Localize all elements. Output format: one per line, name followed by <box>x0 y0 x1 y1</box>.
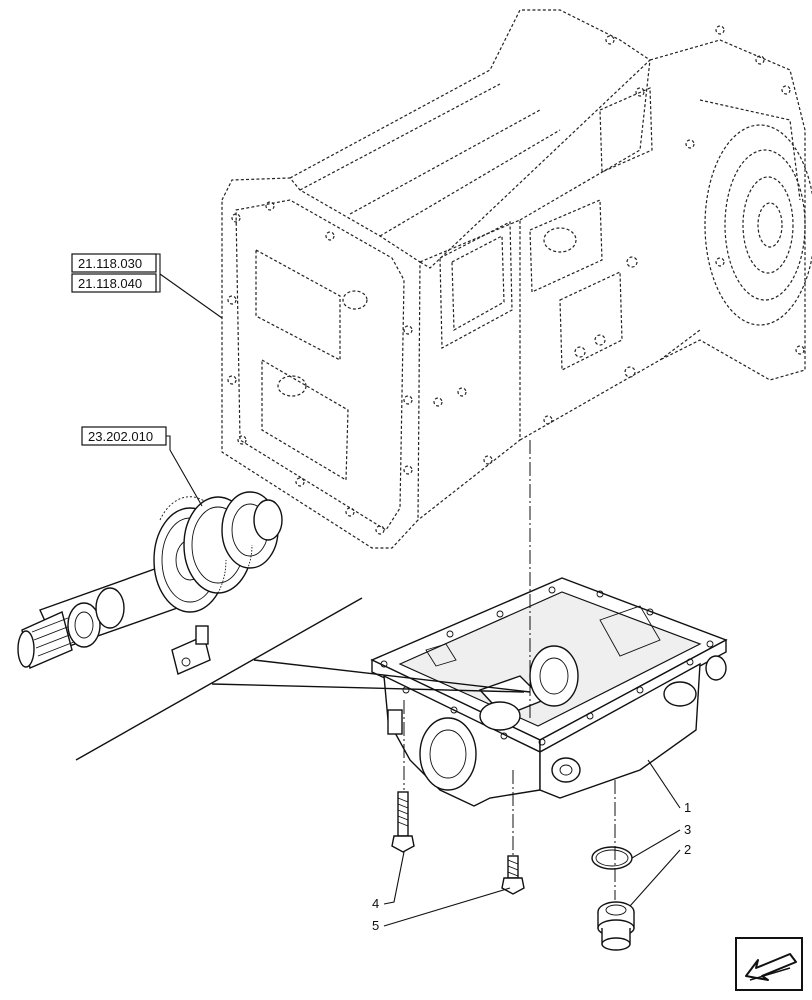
transmission-housing <box>221 9 812 549</box>
reference-label: 21.118.040 <box>78 276 142 291</box>
reference-label: 21.118.030 <box>78 256 142 271</box>
reference-21-118-030[interactable]: 21.118.030 <box>71 253 157 273</box>
callout-4: 4 <box>372 851 405 911</box>
short-bolt <box>501 855 525 895</box>
long-bolt <box>391 791 415 853</box>
reference-21-118-040[interactable]: 21.118.040 <box>71 273 157 293</box>
callout-number: 3 <box>684 822 691 837</box>
callout-3: 3 <box>631 822 691 859</box>
callout-number: 1 <box>684 800 691 815</box>
callout-number: 4 <box>372 896 379 911</box>
callout-number: 2 <box>684 842 691 857</box>
reference-23-202-010[interactable]: 23.202.010 <box>81 426 167 446</box>
reference-label: 23.202.010 <box>88 429 153 444</box>
callout-number: 5 <box>372 918 379 933</box>
callout-5: 5 <box>372 887 511 933</box>
drain-plug <box>597 901 635 951</box>
gear-shaft-assembly <box>17 491 283 675</box>
projection-lines <box>75 597 531 761</box>
assembly-centerlines <box>403 440 616 900</box>
callout-1: 1 <box>647 759 691 815</box>
callout-2: 2 <box>629 842 691 907</box>
oil-sump <box>370 577 728 807</box>
return-arrow-icon[interactable] <box>735 937 803 991</box>
o-ring <box>591 846 633 870</box>
